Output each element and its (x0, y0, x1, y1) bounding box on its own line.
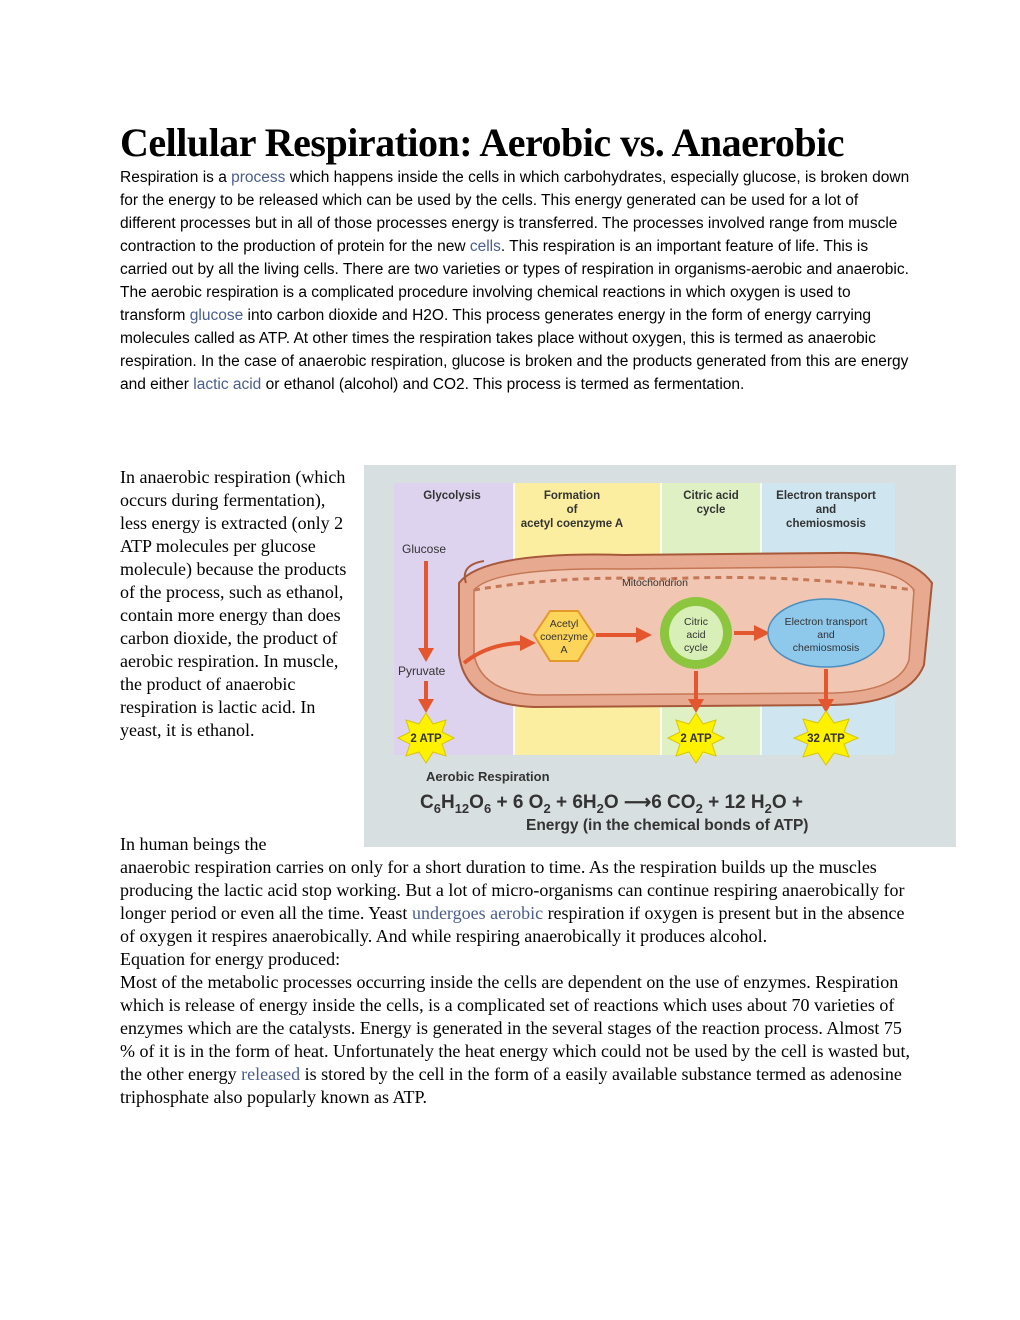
acetyl-label-1: Acetyl (550, 618, 579, 630)
citric-label-2: acid (686, 629, 705, 641)
header-electron-1: Electron transport (776, 490, 876, 502)
intro-text-4: into carbon dioxide and H2O. This proces… (120, 307, 909, 393)
header-electron-2: and (816, 504, 836, 516)
enzymes-text-2: is stored by the cell in the form of a e… (120, 1064, 902, 1107)
header-formation-1: Formation (544, 490, 600, 502)
energy-label: Energy (in the chemical bonds of ATP) (526, 817, 808, 834)
citric-label-3: cycle (684, 642, 708, 654)
et-label-1: Electron transport (785, 616, 868, 628)
atp-burst-icon (792, 710, 860, 766)
intro-text-3: . This respiration is an important featu… (120, 238, 909, 324)
intro-paragraph: Respiration is a process which happens i… (120, 166, 910, 396)
enzymes-text-1: Most of the metabolic processes occurrin… (120, 972, 910, 1084)
electron-transport-ellipse (767, 598, 885, 668)
link-glucose[interactable]: glucose (189, 307, 244, 324)
glucose-label: Glucose (402, 542, 446, 556)
arrow-down-icon (818, 699, 834, 713)
arrow-down-icon (418, 648, 434, 662)
link-released[interactable]: released (241, 1064, 301, 1084)
intro-text-5: or ethanol (alcohol) and CO2. This proce… (261, 376, 745, 393)
human-text-2: respiration if oxygen is present but in … (120, 903, 905, 946)
intro-text-2: which happens inside the cells in which … (120, 169, 910, 255)
atp-burst-icon (396, 712, 456, 764)
header-citric-2: cycle (697, 504, 726, 516)
link-process[interactable]: process (231, 169, 286, 186)
link-undergoes-aerobic[interactable]: undergoes aerobic (411, 903, 544, 923)
acetyl-coenzyme-hexagon (532, 610, 596, 662)
arrow-down-icon (688, 699, 704, 713)
citric-label-1: Citric (684, 616, 708, 628)
aerobic-respiration-label: Aerobic Respiration (426, 769, 550, 784)
anaerobic-side-paragraph: In anaerobic respiration (which occurs d… (120, 467, 347, 740)
arrow-right-icon (520, 635, 536, 651)
equation-heading: Equation for energy produced: (120, 949, 341, 969)
et-label-3: chemiosmosis (793, 642, 860, 654)
header-glycolysis: Glycolysis (423, 490, 481, 502)
intro-text-1: Respiration is a (120, 169, 232, 186)
et-label-2: and (817, 629, 835, 641)
header-citric-1: Citric acid (683, 490, 739, 502)
header-formation-2: of (567, 504, 578, 516)
header-electron-3: chemiosmosis (786, 518, 866, 530)
human-paragraph: anaerobic respiration carries on only fo… (120, 856, 910, 948)
arrow-right-icon (636, 627, 652, 643)
acetyl-label-2: coenzyme (540, 631, 588, 643)
atp-label-1: 2 ATP (410, 733, 442, 745)
enzymes-paragraph: Most of the metabolic processes occurrin… (120, 971, 910, 1109)
acetyl-label-3: A (560, 644, 567, 656)
link-cells[interactable]: cells (469, 238, 501, 255)
atp-burst-icon (666, 712, 726, 764)
header-formation-3: acetyl coenzyme A (521, 518, 623, 530)
pyruvate-label: Pyruvate (398, 664, 446, 678)
respiration-equation: C6H12O6 + 6 O2 + 6H2O ⟶6 CO2 + 12 H2O + (420, 792, 803, 816)
link-lactic-acid[interactable]: lactic acid (193, 376, 262, 393)
mitochondrion-label: Mitochondrion (622, 577, 688, 589)
human-lead: In human beings the (120, 834, 267, 854)
arrow-down-icon (418, 699, 434, 713)
human-beings-section: In human beings the anaerobic respiratio… (120, 833, 910, 1109)
atp-label-3: 32 ATP (807, 733, 845, 745)
human-text-1: anaerobic respiration carries on only fo… (120, 857, 905, 923)
atp-label-2: 2 ATP (680, 733, 712, 745)
page-title: Cellular Respiration: Aerobic vs. Anaero… (120, 120, 845, 165)
arrow-right-icon (754, 625, 770, 641)
cellular-respiration-figure: Glycolysis Formation of acetyl coenzyme … (364, 465, 956, 847)
